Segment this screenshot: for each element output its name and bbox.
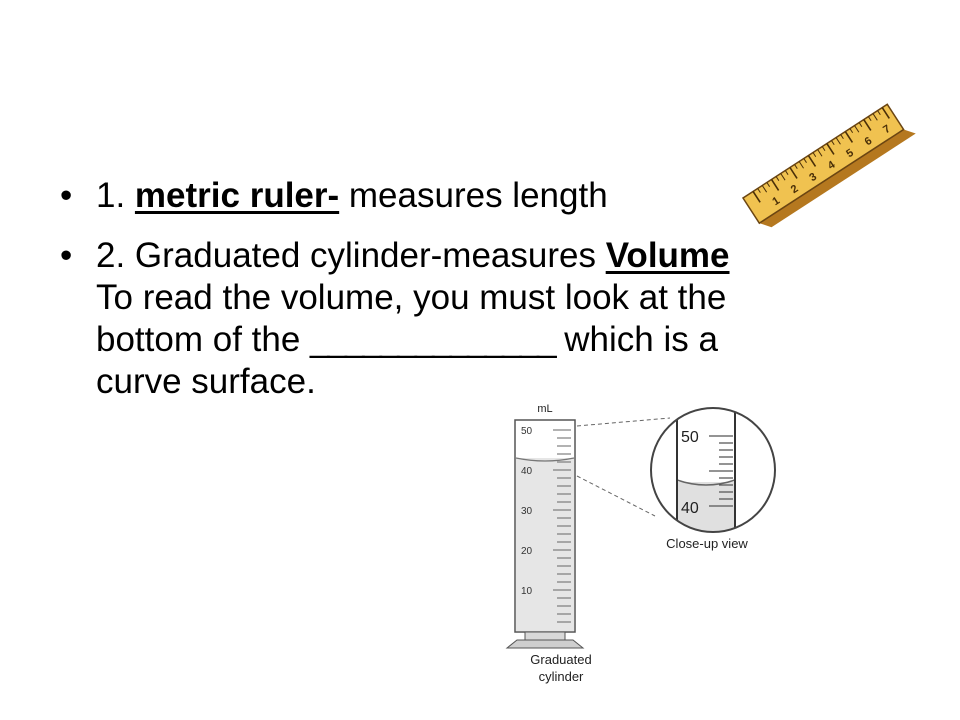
guide-line-top [576,417,671,427]
ruler-mark-7: 7 [881,123,893,136]
ruler-edge [759,129,916,228]
ruler-tick [784,170,789,175]
bullet-cylinder-line1: 2. Graduated cylinder-measures [96,236,606,275]
ruler-mark-6: 6 [863,135,875,148]
closeup-lower-label: 40 [681,500,699,517]
closeup-ticks [709,435,733,507]
cylinder-illustration: 50 40 30 20 10 mL Graduated cylinder 50 40 C… [505,403,776,684]
ruler-tick [812,152,817,157]
cylinder-unit-label: mL [537,403,552,415]
ruler-tick [780,173,786,181]
bullet-cylinder-line2: To read the volume, you must look at the [96,278,727,317]
ruler-tick [798,161,804,169]
ruler-tick [752,191,761,203]
closeup-upper-label: 50 [681,429,699,446]
ruler-tick [867,116,872,122]
ruler-tick [775,176,780,181]
bullet-list: 1. metric ruler- measures length 2. Grad… [60,175,880,421]
ruler-tick [863,119,872,131]
ruler-tick [835,137,841,145]
fill-in-blank: ______________ [310,320,557,359]
cylinder-caption-line2: cylinder [539,669,584,684]
cylinder-tick-labels: 50 40 30 20 10 [521,426,533,597]
bullet-cylinder-line3-end: which is a [554,320,718,359]
cylinder-base [505,639,585,649]
guide-line-bottom [576,475,656,517]
bullet-cylinder: 2. Graduated cylinder-measures Volume To… [60,235,880,403]
ruler-tick [826,143,835,155]
bullet-ruler-rest: measures length [339,176,608,215]
ruler-tick [761,185,768,193]
term-metric-ruler: metric ruler- [134,176,340,215]
ruler-tick [794,164,798,169]
ruler-tick [854,125,860,133]
cylinder-liquid [516,458,574,631]
cylinder-tick-label-40: 40 [521,466,533,477]
ruler-tick [844,131,854,143]
ruler-tick [807,155,817,167]
cylinder-tick-label-50: 50 [521,426,533,437]
bullet-ruler: 1. metric ruler- measures length [60,175,880,217]
cylinder-tick-label-10: 10 [521,586,533,597]
ruler-tick [858,122,863,128]
ruler-tick [849,128,854,134]
ruler-mark-5: 5 [844,147,856,160]
ruler-ticks [752,107,890,203]
term-volume: Volume [605,236,730,275]
ruler-tick [817,149,823,157]
ruler-body [741,103,905,225]
ruler-tick [831,140,835,146]
ruler-mark-2: 2 [789,183,801,196]
bullet-cylinder-line4: curve surface. [96,362,316,401]
cylinder-neck [524,631,566,641]
ruler-tick [770,179,780,191]
closeup-circle [650,407,776,533]
ruler-tick [803,158,807,163]
cylinder-caption-line1: Graduated [530,652,591,667]
bullet-cylinder-line3-start: bottom of the [96,320,311,359]
cylinder-tick-label-30: 30 [521,506,533,517]
closeup-meniscus [676,479,736,486]
ruler-tick [789,167,798,179]
ruler-tick [877,110,881,116]
cylinder-meniscus [515,457,575,462]
ruler-tick [881,107,890,119]
bullet-ruler-prefix: 1. [96,176,135,215]
ruler-tick [872,113,878,121]
closeup-content [651,408,775,532]
ruler-tick [821,146,826,151]
ruler-mark-1: 1 [770,195,782,208]
ruler-tick [757,188,761,193]
closeup-liquid [677,482,735,532]
ruler-tick [840,134,844,140]
closeup-caption: Close-up view [666,536,748,551]
ruler-mark-3: 3 [807,171,819,184]
ruler-tick [766,182,771,187]
cylinder-tick-label-20: 20 [521,546,533,557]
cylinder-minor-ticks [553,429,571,623]
